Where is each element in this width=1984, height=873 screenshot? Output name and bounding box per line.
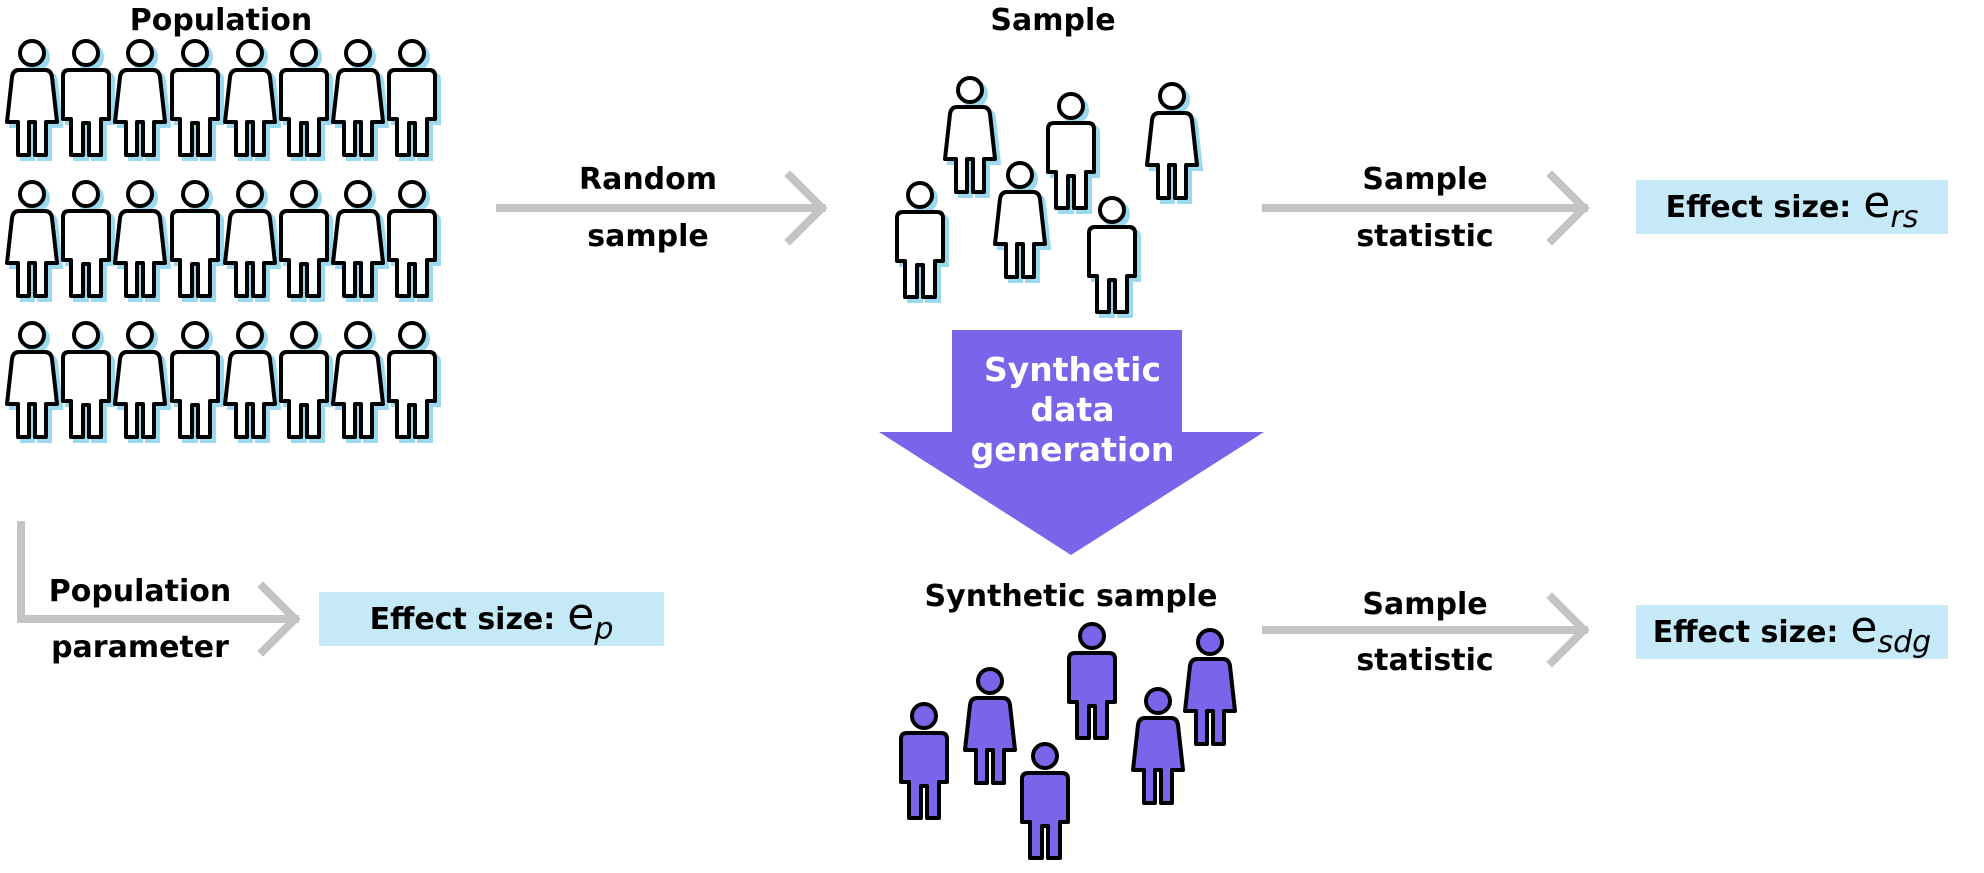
person-male-icon	[279, 39, 333, 161]
person-female-icon	[223, 180, 281, 302]
person-female-icon	[223, 39, 281, 161]
person-female-icon	[943, 76, 1001, 198]
synthetic-sample-group	[899, 622, 1237, 860]
sample-statistic-top-line1: Sample	[1362, 162, 1488, 197]
effect-size-rs-symbol: ers	[1863, 177, 1919, 235]
person-female-icon	[1183, 628, 1237, 746]
person-female-icon	[113, 321, 171, 443]
sample-statistic-bottom-line2: statistic	[1356, 643, 1494, 678]
synthetic-generation-label: Synthetic data generation	[900, 350, 1245, 470]
random-sample-arrow	[496, 170, 828, 246]
person-male-icon	[170, 39, 224, 161]
random-sample-label-line1: Random	[578, 162, 718, 197]
sample-statistic-arrow-top	[1262, 170, 1590, 246]
person-male-icon	[1067, 622, 1117, 740]
effect-size-sdg-subscript: sdg	[1877, 625, 1932, 660]
person-female-icon	[5, 321, 63, 443]
person-male-icon	[61, 180, 115, 302]
sample-group	[895, 76, 1203, 318]
population-parameter-arrow	[17, 521, 301, 657]
effect-size-sdg-prefix: Effect size:	[1652, 614, 1839, 650]
person-female-icon	[1131, 687, 1185, 805]
effect-size-rs-prefix: Effect size:	[1665, 189, 1852, 225]
person-male-icon	[61, 39, 115, 161]
effect-size-p-subscript: p	[594, 612, 614, 647]
person-male-icon	[387, 180, 441, 302]
person-male-icon	[387, 39, 441, 161]
person-female-icon	[993, 161, 1051, 283]
person-female-icon	[5, 39, 63, 161]
person-male-icon	[1046, 92, 1100, 214]
person-male-icon	[899, 702, 949, 820]
person-male-icon	[61, 321, 115, 443]
effect-size-p-box: Effect size: ep	[319, 592, 664, 646]
effect-size-sdg-box: Effect size: esdg	[1636, 605, 1948, 659]
sample-title: Sample	[990, 3, 1116, 38]
effect-size-p-prefix: Effect size:	[369, 601, 556, 637]
population-parameter-line2: parameter	[51, 630, 229, 665]
person-male-icon	[1087, 196, 1141, 318]
sample-statistic-top-line2: statistic	[1356, 219, 1494, 254]
person-female-icon	[963, 667, 1017, 785]
synthetic-generation-line2: data	[1030, 390, 1115, 429]
sample-statistic-arrow-bottom	[1262, 592, 1590, 668]
person-male-icon	[387, 321, 441, 443]
population-title: Population	[129, 3, 313, 38]
person-female-icon	[223, 321, 281, 443]
person-male-icon	[170, 321, 224, 443]
person-female-icon	[331, 39, 389, 161]
synthetic-generation-line1: Synthetic	[983, 350, 1162, 389]
synthetic-generation-arrow	[879, 330, 1264, 555]
random-sample-label-line2: sample	[587, 219, 709, 254]
person-male-icon	[279, 180, 333, 302]
population-grid	[5, 39, 441, 443]
person-female-icon	[331, 321, 389, 443]
person-female-icon	[1145, 82, 1203, 204]
person-female-icon	[113, 180, 171, 302]
person-female-icon	[5, 180, 63, 302]
population-parameter-line1: Population	[48, 574, 232, 609]
person-male-icon	[895, 181, 949, 303]
effect-size-sdg-symbol: esdg	[1850, 602, 1932, 660]
synthetic-generation-line3: generation	[970, 430, 1175, 469]
person-male-icon	[279, 321, 333, 443]
synthetic-sample-title: Synthetic sample	[924, 579, 1218, 614]
effect-size-rs-box: Effect size: ers	[1636, 180, 1948, 234]
effect-size-p-symbol: ep	[567, 589, 614, 647]
effect-size-rs-subscript: rs	[1890, 200, 1919, 235]
sample-statistic-bottom-line1: Sample	[1362, 587, 1488, 622]
person-female-icon	[113, 39, 171, 161]
person-male-icon	[1020, 742, 1070, 860]
person-male-icon	[170, 180, 224, 302]
person-female-icon	[331, 180, 389, 302]
